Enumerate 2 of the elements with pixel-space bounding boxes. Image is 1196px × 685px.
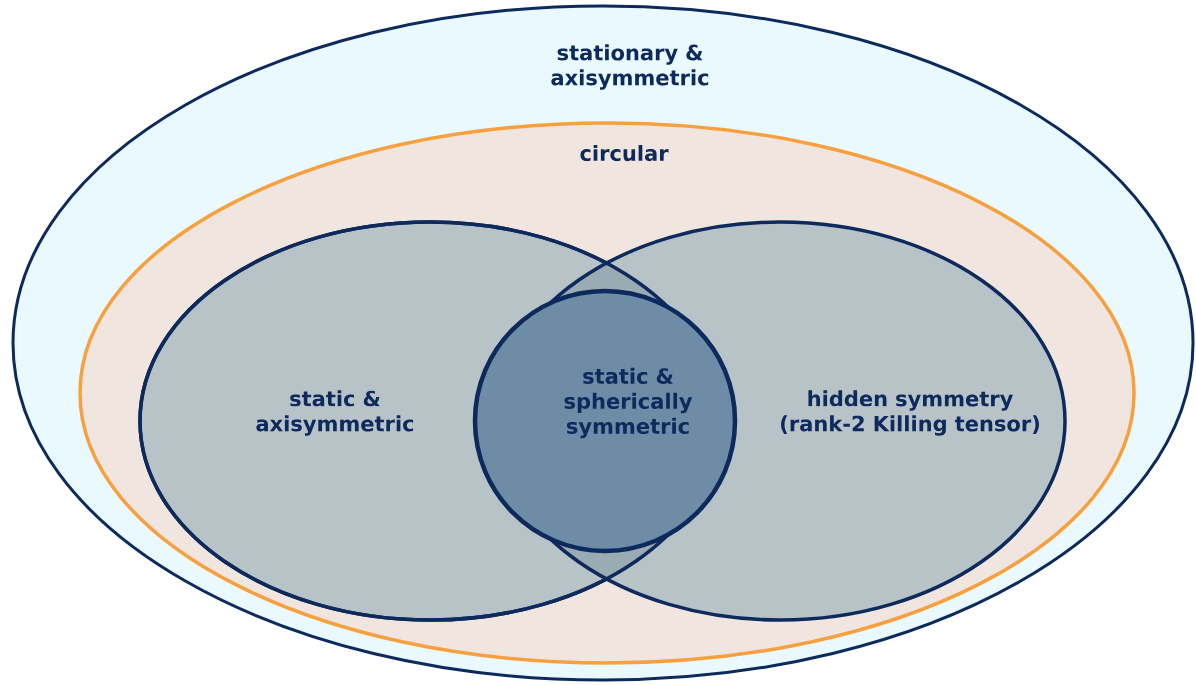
circle-region: static & spherically symmetric — [472, 288, 738, 554]
node-label: hidden symmetry (rank-2 Killing tensor) — [781, 390, 1039, 436]
